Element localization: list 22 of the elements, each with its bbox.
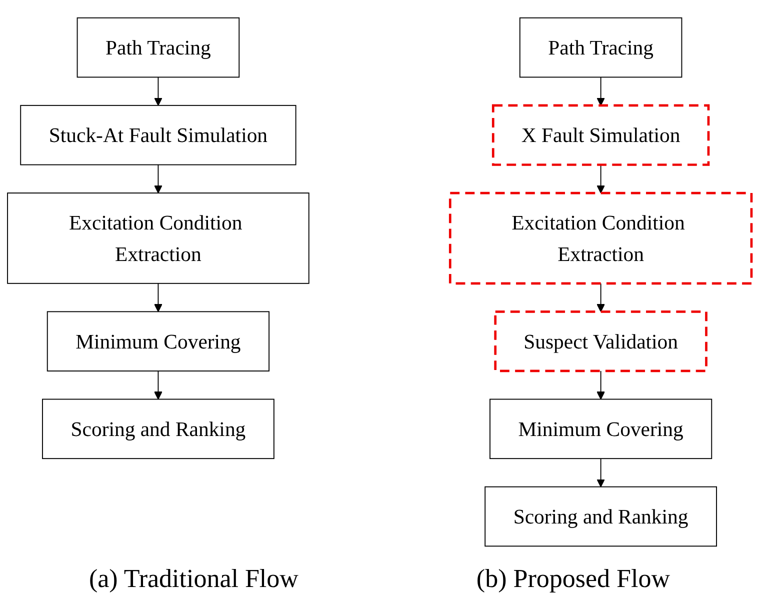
node-box: Minimum Covering [490, 398, 712, 460]
arrow [596, 370, 605, 400]
arrow [154, 370, 162, 400]
node-box: Suspect Validation [494, 310, 708, 372]
node-box: Path Tracing [519, 17, 682, 78]
node-box: X Fault Simulation [492, 104, 710, 166]
node-box: Minimum Covering [46, 311, 270, 372]
flow-caption: (b) Proposed Flow [476, 564, 670, 594]
arrow [596, 164, 605, 194]
arrow [154, 282, 162, 312]
flow-caption: (a) Traditional Flow [88, 564, 298, 594]
arrow [596, 282, 605, 312]
arrow [596, 458, 605, 488]
arrow [154, 164, 162, 194]
node-box: Stuck-At Fault Simulation [20, 104, 296, 166]
arrow [596, 76, 605, 106]
node-box: Scoring and Ranking [42, 398, 274, 460]
node-box: Path Tracing [76, 17, 240, 78]
arrow [154, 76, 162, 106]
node-box: Excitation Condition Extraction [7, 192, 310, 284]
node-box: Excitation Condition Extraction [448, 192, 753, 285]
node-box: Scoring and Ranking [484, 486, 717, 547]
